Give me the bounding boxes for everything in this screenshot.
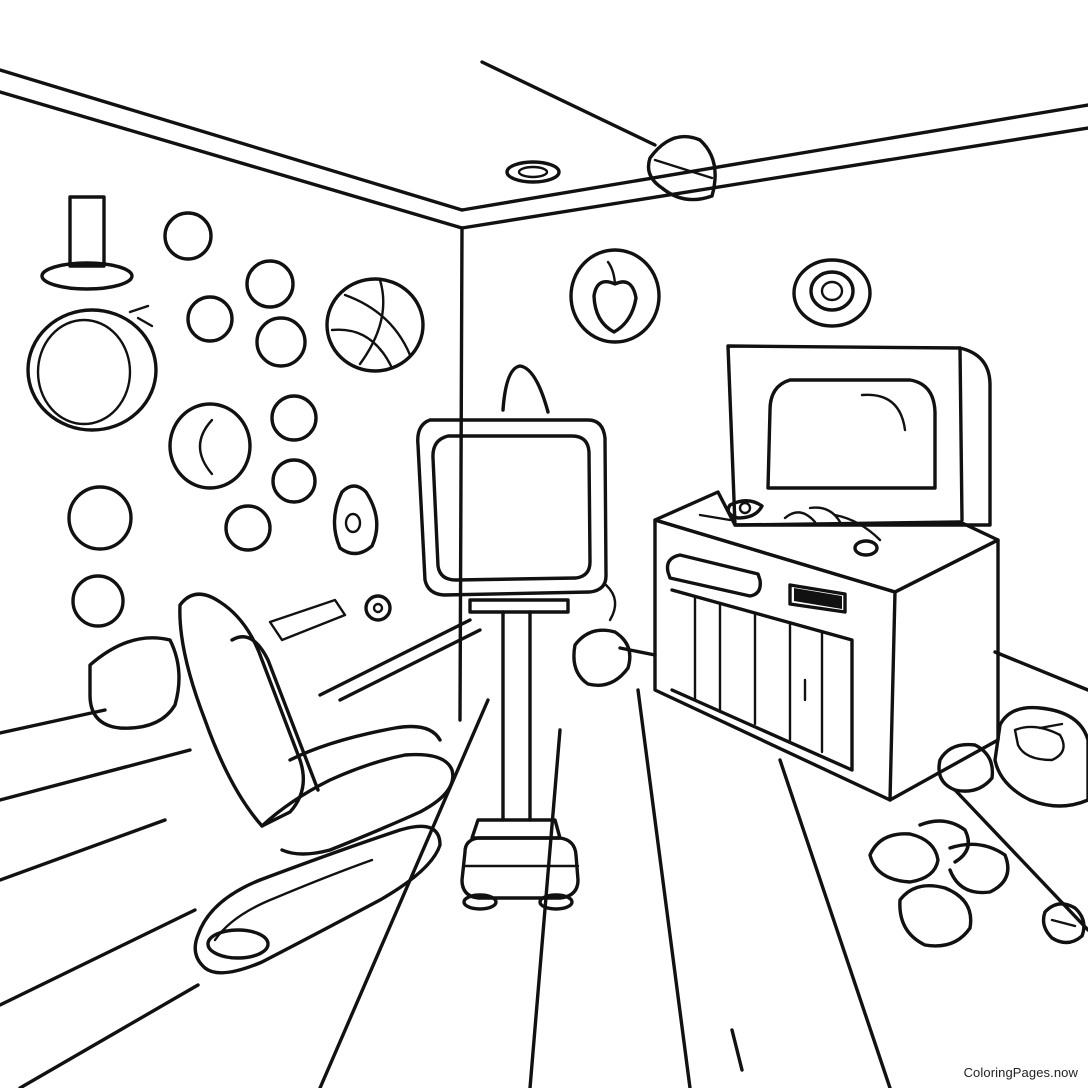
tv-on-stand <box>418 366 615 909</box>
chair-leg-rod-1 <box>320 620 470 695</box>
tv-console <box>655 346 998 800</box>
clock-icon <box>794 260 870 326</box>
tv-body <box>418 420 606 595</box>
console-vent-frame <box>672 590 852 770</box>
wall-corner-line <box>460 228 462 720</box>
back-floor-edge <box>620 648 655 655</box>
chair-base <box>195 826 440 972</box>
console-panel <box>668 555 761 596</box>
wall-plate-icon <box>170 404 250 488</box>
ceiling-molding-right-top <box>462 105 1088 210</box>
ceiling-fan-rod <box>482 62 655 145</box>
tv-screen <box>433 436 590 580</box>
apple-icon <box>571 250 659 342</box>
console-display-slot <box>790 585 845 612</box>
chair-leg-rod-2 <box>340 630 480 700</box>
right-wall-decor <box>571 250 870 342</box>
robot-vacuum-icon <box>995 708 1088 806</box>
tv-base-top <box>472 820 560 838</box>
left-floor-edge <box>0 710 105 733</box>
chair-inner-back <box>232 637 318 790</box>
chair-backrest <box>180 594 303 826</box>
console-display <box>794 588 842 609</box>
chair-footrest-pad <box>208 930 268 958</box>
tv-top-knob <box>503 366 548 412</box>
left-wall-decor <box>28 197 423 626</box>
tv-stand-bracket <box>606 585 615 620</box>
site-credit: ColoringPages.now <box>963 1065 1078 1080</box>
monitor-screen <box>768 380 935 488</box>
console-top <box>655 492 998 592</box>
ball-icon <box>327 279 423 371</box>
right-floor-edge <box>995 652 1088 690</box>
chair-armrest <box>290 727 440 761</box>
console-dial-1 <box>700 515 730 520</box>
armchair <box>90 594 480 973</box>
room-structure <box>0 62 1088 733</box>
ceiling-molding-left-bottom <box>0 92 462 228</box>
wall-dots <box>69 213 316 626</box>
floorboard-dash <box>732 1030 742 1070</box>
chair-side-cushion <box>90 638 179 728</box>
floor-capsule-icon <box>1044 904 1084 943</box>
floor-stone-icon <box>939 745 992 792</box>
tv-neck <box>470 600 568 612</box>
mirror-icon <box>28 306 156 430</box>
ceiling-molding-right-bottom <box>462 128 1088 228</box>
chair-back-piece <box>270 600 345 640</box>
tv-pole <box>503 612 530 820</box>
monitor-side <box>960 348 962 520</box>
floor-pebbles <box>870 821 1008 946</box>
console-knob-large <box>728 501 762 518</box>
top-hat-icon <box>42 197 132 289</box>
ceiling-light-icon <box>507 162 559 182</box>
monitor-screen-glare <box>862 395 905 430</box>
floor-ball-icon <box>574 630 630 685</box>
console-front <box>655 520 895 800</box>
console-knob-center <box>740 503 750 513</box>
chair-base-inner <box>215 860 372 940</box>
monitor-body <box>728 346 990 525</box>
ceiling-lamp-icon <box>649 137 716 200</box>
egg-icon <box>334 486 376 554</box>
tv-foot-left <box>464 895 496 909</box>
tv-foot-right <box>540 895 572 909</box>
console-knob-small <box>855 541 877 555</box>
ceiling-molding-left-top <box>0 70 462 210</box>
console-side <box>890 540 998 800</box>
floorboards <box>0 690 1088 1088</box>
speaker-knob-icon <box>366 596 390 620</box>
tv-base <box>462 838 578 898</box>
console-dial-2 <box>785 508 880 540</box>
chair-seat <box>262 755 453 854</box>
